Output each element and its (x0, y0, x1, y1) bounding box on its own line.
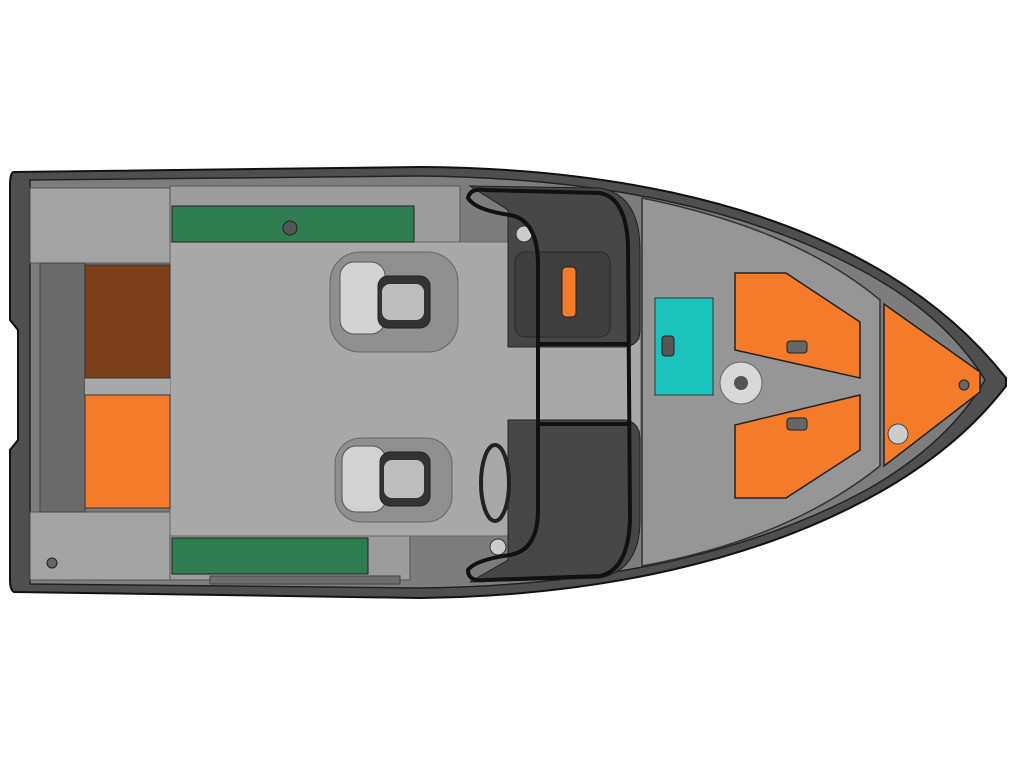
cleat-icon (958, 379, 970, 391)
rub-rail-bottom (209, 575, 401, 585)
livewell-latch[interactable] (661, 335, 675, 357)
seat-passenger[interactable] (329, 251, 459, 353)
bow-hatch-top-latch[interactable] (786, 340, 808, 354)
steering-wheel[interactable] (479, 443, 511, 523)
stern-deck-top (29, 187, 171, 264)
latch-icon (282, 220, 298, 236)
stern-deck-bottom (29, 511, 171, 581)
orange-latch[interactable] (561, 266, 577, 318)
bow-hatch-top[interactable] (734, 272, 861, 379)
walkway (505, 340, 640, 430)
cupholder-icon (887, 423, 909, 445)
mount-hole (734, 376, 748, 390)
drain-plug-icon (46, 557, 58, 569)
bow-hatch-bottom[interactable] (734, 394, 861, 499)
anchor-locker-hatch[interactable] (883, 302, 981, 468)
transom-strip (39, 262, 86, 513)
rear-storage-hatch-orange[interactable] (84, 394, 171, 509)
grab-ring-bottom (489, 538, 507, 556)
seat-driver[interactable] (334, 437, 453, 523)
center-divider (85, 378, 170, 395)
windshield-frame (465, 187, 633, 583)
rod-storage-bottom[interactable] (171, 537, 369, 575)
rear-storage-hatch-brown[interactable] (84, 264, 171, 379)
bow-hatch-bottom-latch[interactable] (786, 417, 808, 431)
